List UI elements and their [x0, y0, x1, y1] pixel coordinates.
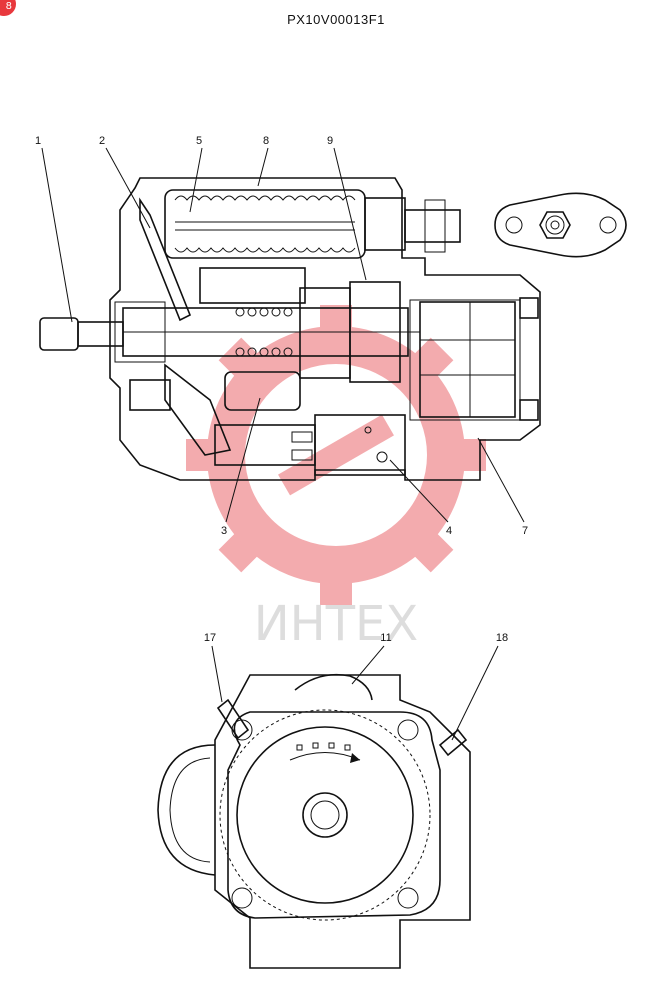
corner-badge: 8 — [0, 0, 16, 16]
charge-pump — [419, 301, 516, 418]
corner-badge-label: 8 — [5, 1, 12, 12]
callout-7: 7 — [522, 525, 528, 537]
side-view-leaders — [41, 147, 525, 523]
piston-lower — [224, 371, 301, 411]
pump-housing — [109, 177, 541, 481]
front-view — [157, 673, 471, 969]
callout-2: 2 — [99, 135, 105, 147]
swash-plate — [139, 197, 192, 322]
hidden-outline — [219, 709, 431, 921]
piston-upper — [199, 267, 306, 304]
spring-coils — [174, 195, 356, 253]
mounting-flange — [227, 711, 441, 919]
fitting-17 — [216, 698, 250, 740]
front-face-circle — [236, 726, 414, 904]
swash-plate-lower — [164, 363, 232, 456]
drawing-code: PX10V00013F1 — [287, 12, 385, 27]
rotation-arrow — [289, 752, 361, 761]
bolt-hole-br — [397, 887, 419, 909]
callout-8: 8 — [263, 135, 269, 147]
adjusting-screw-housing — [364, 197, 406, 251]
front-view-callouts: 17 11 18 — [204, 632, 508, 644]
bolt-hole-tr — [397, 719, 419, 741]
callout-11: 11 — [380, 632, 391, 644]
side-view-callouts: 1 2 5 8 9 3 4 7 — [35, 135, 528, 537]
lower-cylinder — [214, 424, 316, 466]
watermark-text: ИНТЕХ — [254, 596, 419, 652]
callout-9: 9 — [327, 135, 333, 147]
bearing-balls — [235, 307, 293, 357]
top-boss — [294, 673, 373, 701]
outlet-flange — [494, 192, 627, 258]
shaft-key — [39, 317, 79, 351]
rotation-arrowhead-icon — [350, 753, 360, 763]
callout-3: 3 — [221, 525, 227, 537]
shaft-bore — [302, 792, 348, 838]
shaft-end — [310, 800, 340, 830]
front-view-leaders — [211, 645, 499, 741]
gear-logo-icon — [186, 305, 486, 605]
lower-fitting — [129, 379, 171, 411]
drive-shaft-stub — [77, 321, 124, 347]
front-side-cap — [157, 744, 216, 876]
front-housing — [214, 674, 471, 969]
callout-4: 4 — [446, 525, 452, 537]
spring-chamber — [164, 189, 366, 259]
callout-17: 17 — [204, 632, 216, 644]
fitting-18 — [438, 728, 468, 757]
watermark: ИНТЕХ — [186, 305, 486, 652]
callout-5: 5 — [196, 135, 202, 147]
bolt-hole-bl — [231, 887, 253, 909]
callout-18: 18 — [496, 632, 508, 644]
adjusting-screw — [404, 209, 461, 243]
side-section-view — [39, 177, 627, 481]
port-block — [349, 281, 401, 383]
callout-1: 1 — [35, 135, 41, 147]
